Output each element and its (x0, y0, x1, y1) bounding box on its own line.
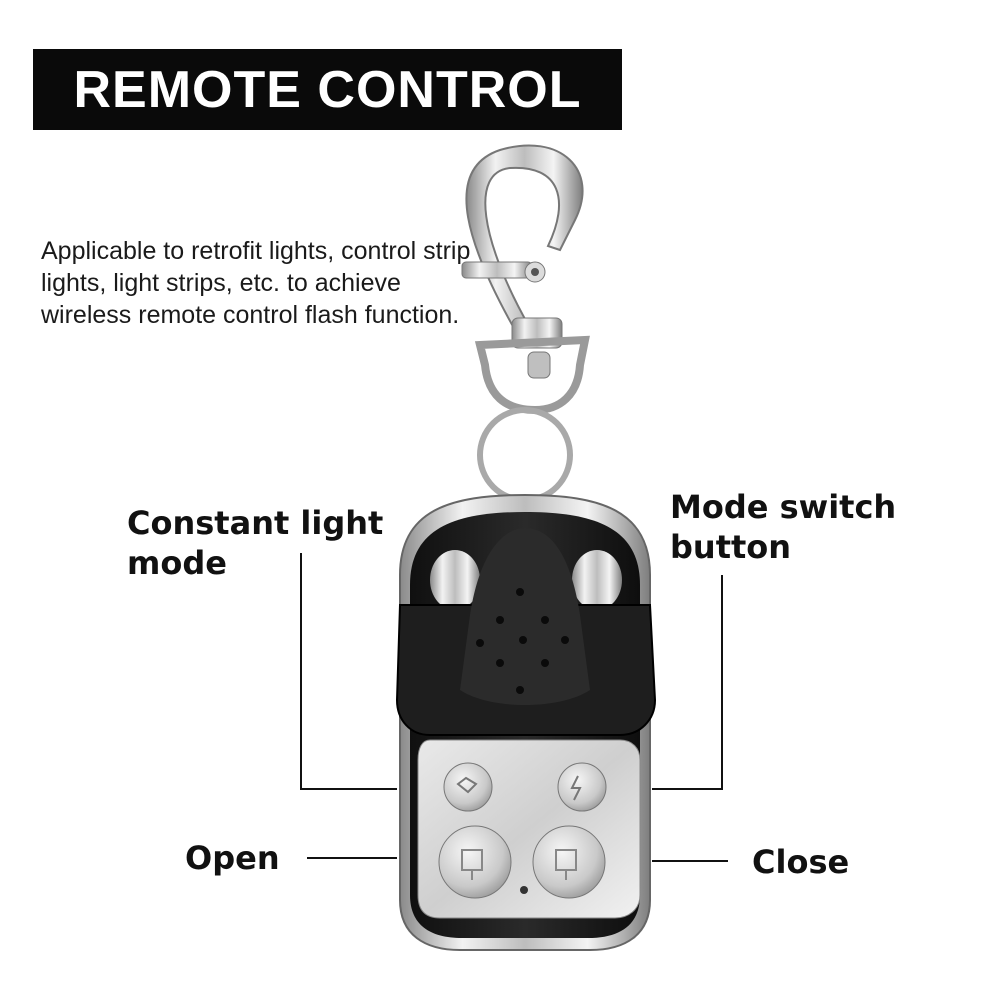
title-banner: REMOTE CONTROL (33, 49, 622, 130)
close-label: Close (752, 843, 850, 881)
keychain-clasp-image (461, 144, 590, 503)
open-button (438, 825, 512, 899)
page-title: REMOTE CONTROL (73, 60, 582, 119)
open-label: Open (185, 839, 280, 877)
indicator-led (520, 886, 528, 894)
product-description: Applicable to retrofit lights, control s… (41, 237, 471, 329)
mode-switch-leader-horizontal (652, 788, 723, 790)
mode-switch-button (557, 762, 607, 812)
close-button (532, 825, 606, 899)
close-leader-line (652, 860, 728, 862)
constant-light-mode-label: Constant light mode (127, 504, 384, 582)
constant-light-leader-vertical (300, 553, 302, 790)
mode-switch-leader-vertical (721, 575, 723, 790)
constant-light-leader-horizontal (300, 788, 397, 790)
open-leader-line (307, 857, 397, 859)
mode-switch-button-label: Mode switch button (670, 488, 897, 566)
constant-light-mode-button (443, 762, 493, 812)
